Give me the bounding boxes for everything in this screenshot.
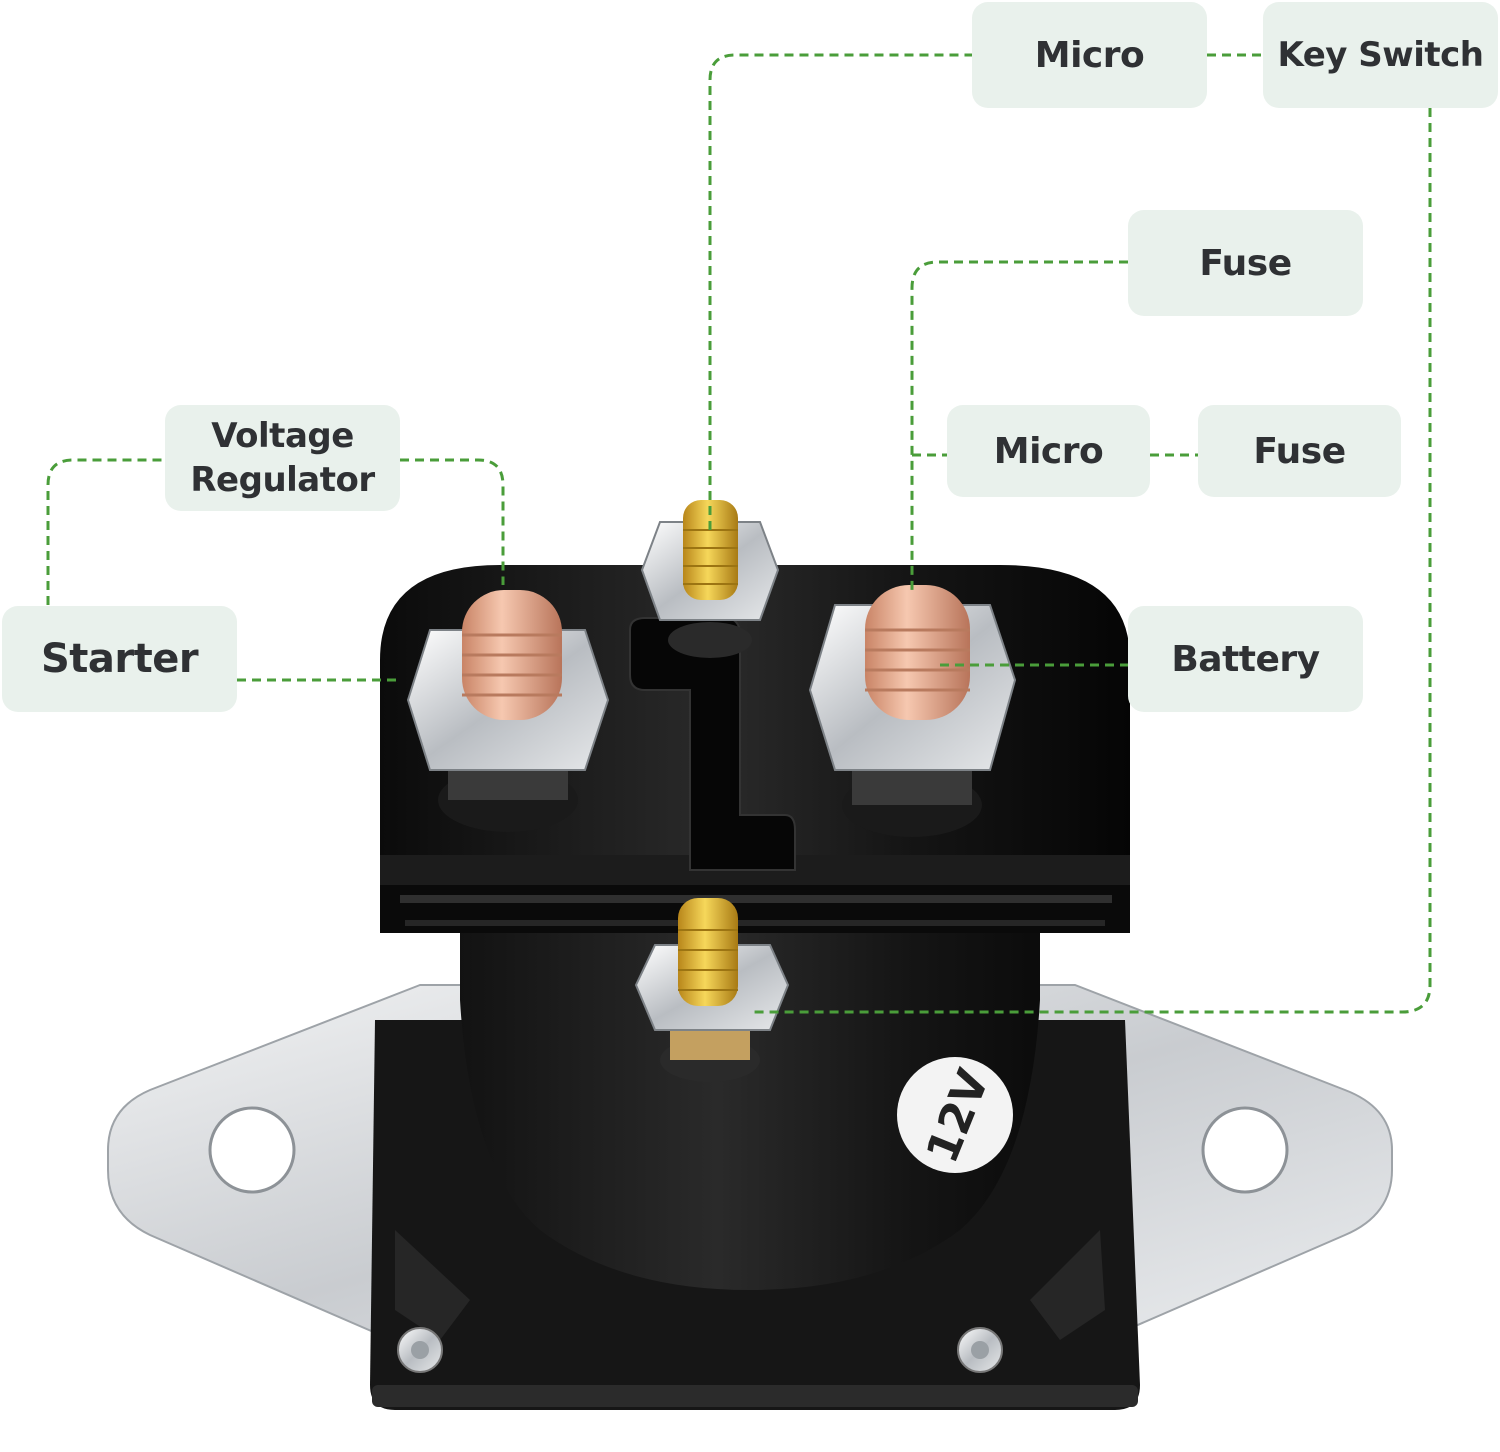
label-battery-text: Battery [1171, 638, 1320, 680]
mounting-hole-right [1201, 1106, 1289, 1194]
label-micro-mid: Micro [947, 405, 1150, 497]
label-fuse-mid: Fuse [1198, 405, 1401, 497]
mounting-hole-left [208, 1106, 296, 1194]
label-battery: Battery [1128, 606, 1363, 712]
wire-voltage-reg-right [400, 458, 505, 585]
label-micro-top: Micro [972, 2, 1207, 108]
key-switch-terminal [634, 898, 790, 1082]
micro-terminal-top [640, 500, 780, 658]
wire-keyswitch-terminal [752, 108, 1432, 1014]
label-micro-mid-text: Micro [993, 430, 1104, 472]
voltage-badge [897, 1057, 1013, 1173]
label-starter: Starter [2, 606, 237, 712]
label-key-switch-text: Key Switch [1277, 35, 1484, 75]
wire-micro-top [708, 53, 972, 530]
label-fuse-mid-text: Fuse [1253, 430, 1346, 472]
label-voltage-regulator: Voltage Regulator [165, 405, 400, 511]
label-fuse-top-text: Fuse [1199, 242, 1292, 284]
label-key-switch: Key Switch [1263, 2, 1498, 108]
wire-fuse-top [910, 260, 1128, 590]
label-voltage-regulator-line2: Regulator [190, 460, 375, 500]
wire-voltage-reg-left [46, 458, 165, 605]
battery-terminal [808, 585, 1017, 837]
label-fuse-top: Fuse [1128, 210, 1363, 316]
starter-terminal [406, 590, 610, 832]
label-voltage-regulator-line1: Voltage [211, 416, 354, 456]
label-micro-top-text: Micro [1034, 34, 1145, 76]
wiring-lines [46, 53, 1432, 1014]
label-starter-text: Starter [40, 636, 199, 682]
